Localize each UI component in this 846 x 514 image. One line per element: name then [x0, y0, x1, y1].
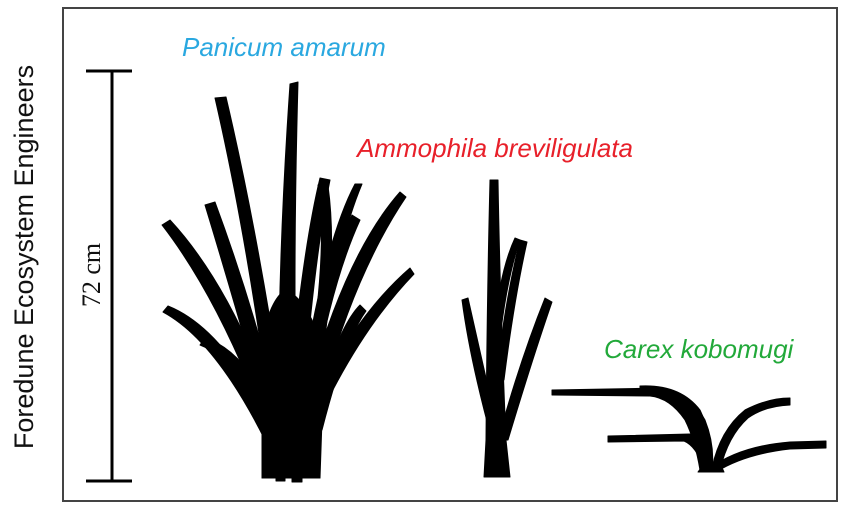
scale-bar-label: 72 cm	[78, 215, 106, 335]
species-label-ammophila: Ammophila breviligulata	[357, 133, 633, 163]
species-label-carex: Carex kobomugi	[604, 334, 793, 364]
ammophila-silhouette	[462, 180, 552, 477]
carex-silhouette	[552, 386, 826, 472]
species-label-panicum: Panicum amarum	[182, 32, 386, 62]
